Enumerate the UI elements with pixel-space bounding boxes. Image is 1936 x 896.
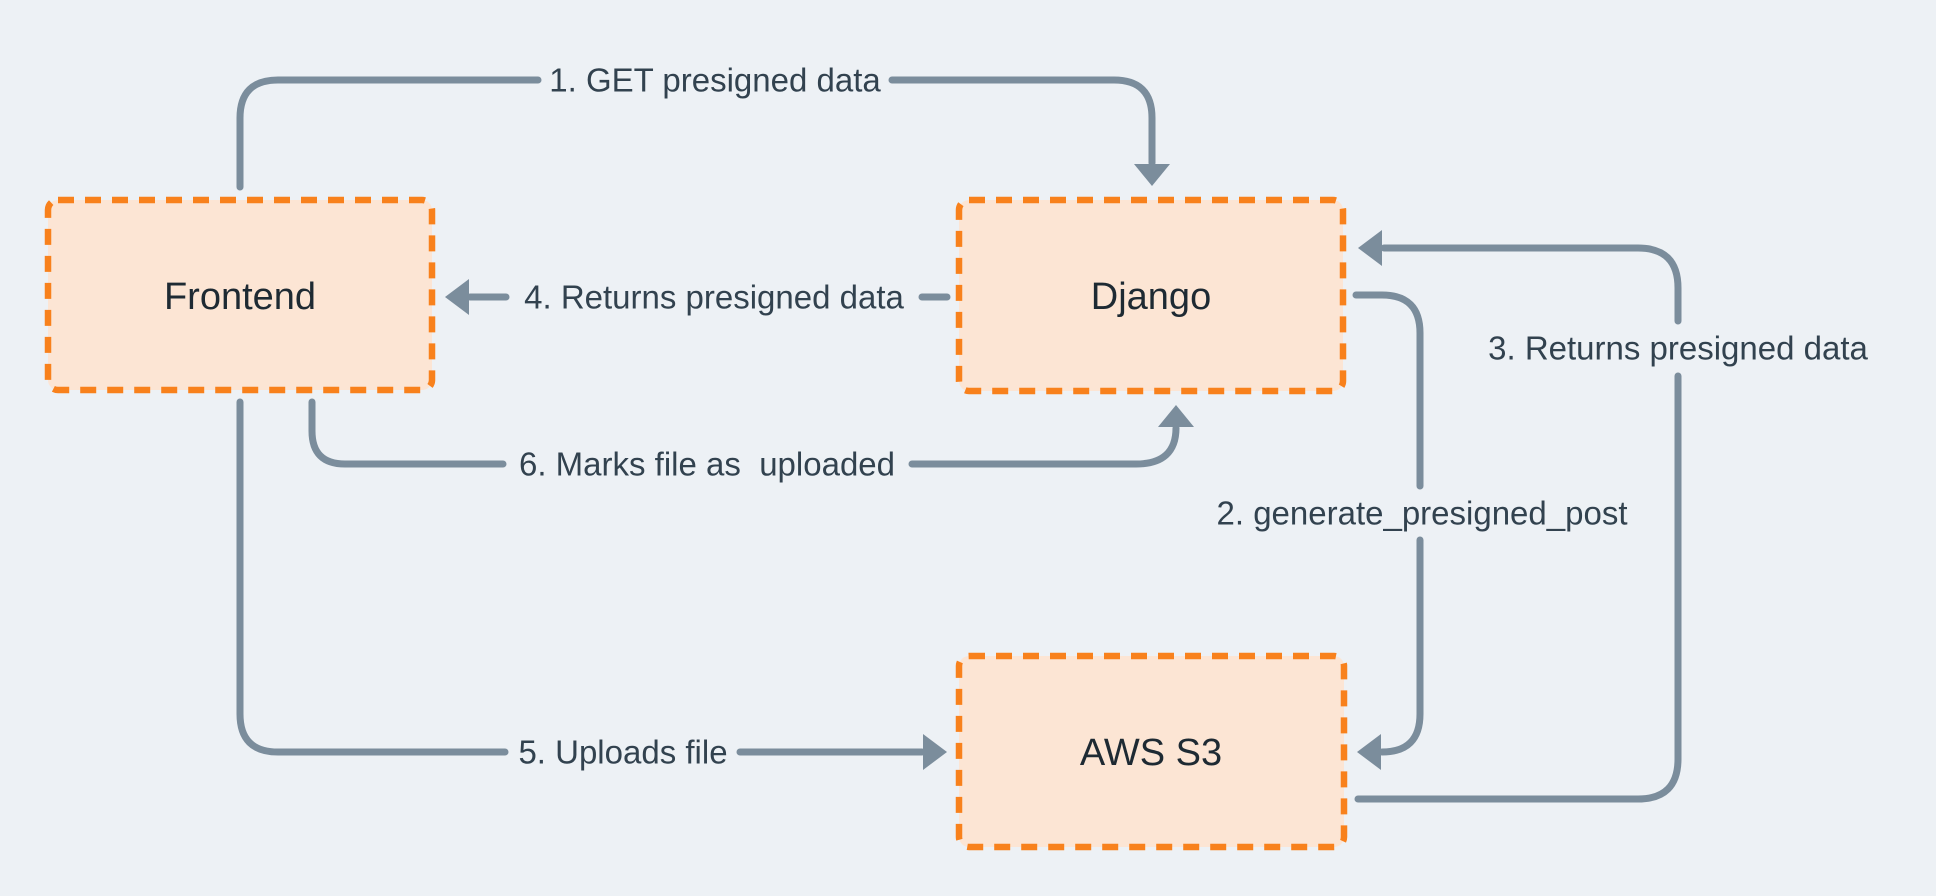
node-django: Django (955, 196, 1347, 395)
edge-2-line-bottom (1378, 536, 1424, 756)
arrow-left-icon (1357, 734, 1381, 770)
edge-3-line-top (1380, 244, 1682, 325)
edge-label-6: 6. Marks file as uploaded (519, 446, 895, 483)
edge-label-3: 3. Returns presigned data (1488, 330, 1868, 367)
edge-2-line-top (1352, 291, 1424, 490)
edge-5-line-left (236, 398, 509, 756)
edge-returns-presigned-data-to-frontend: 4. Returns presigned data (445, 279, 951, 316)
frontend-box (44, 196, 436, 394)
aws-s3-box (955, 652, 1348, 851)
edge-6-line-left (308, 398, 507, 468)
edge-3-line-bottom (1354, 372, 1682, 803)
edge-1-line-left (236, 76, 542, 191)
node-frontend: Frontend (44, 196, 436, 394)
edge-marks-file-uploaded: 6. Marks file as uploaded (308, 398, 1194, 483)
arrow-up-icon (1158, 405, 1194, 427)
frontend-label: Frontend (164, 276, 316, 318)
edge-label-4: 4. Returns presigned data (524, 279, 904, 316)
arrow-down-icon (1134, 164, 1170, 186)
edge-generate-presigned-post: 2. generate_presigned_post (1217, 291, 1628, 770)
edge-label-1: 1. GET presigned data (549, 62, 881, 99)
edge-uploads-file: 5. Uploads file (236, 398, 947, 771)
edge-1-line-right (888, 76, 1156, 167)
arrow-right-icon (923, 734, 947, 770)
django-label: Django (1091, 276, 1211, 318)
edge-label-2: 2. generate_presigned_post (1217, 495, 1628, 532)
arrow-left-icon (1358, 230, 1382, 266)
edge-6-line-right (908, 424, 1180, 468)
django-box (955, 196, 1347, 395)
arrow-left-icon (445, 279, 469, 315)
node-aws-s3: AWS S3 (955, 652, 1348, 851)
edge-returns-presigned-data-to-django: 3. Returns presigned data (1354, 230, 1869, 803)
edge-get-presigned-data: 1. GET presigned data (236, 62, 1170, 191)
edge-label-5: 5. Uploads file (518, 734, 727, 771)
aws-s3-label: AWS S3 (1080, 732, 1222, 774)
